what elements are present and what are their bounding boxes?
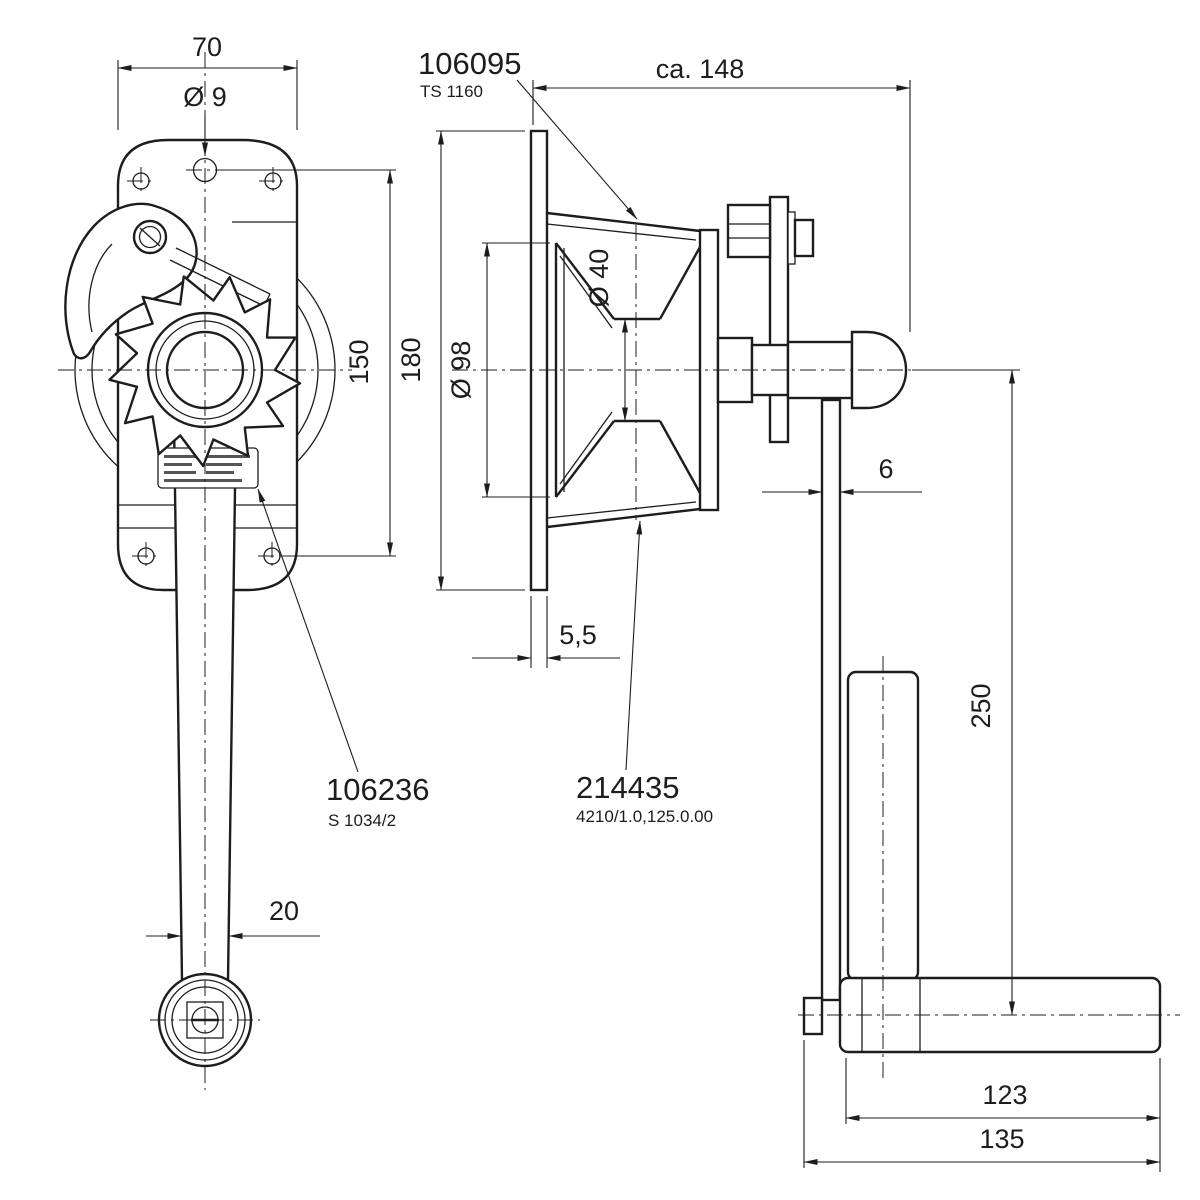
crank-arm-side <box>820 398 842 1002</box>
part-code-s1034: S 1034/2 <box>328 811 396 830</box>
dim-arm-thk-6: 6 <box>762 454 922 495</box>
label-214435: 214435 4210/1.0,125.0.00 <box>576 520 713 826</box>
part-number-106095: 106095 <box>418 46 521 81</box>
dim-135-text: 135 <box>979 1124 1024 1154</box>
side-centerlines <box>452 225 1180 1078</box>
pawl-inner-contour <box>88 243 113 333</box>
part-labels: 106095 TS 1160 106236 S 1034/2 214435 42… <box>257 46 713 830</box>
dim-flange-thk-55: 5,5 <box>472 596 620 668</box>
dim-plate-height-180: 180 <box>396 130 525 591</box>
front-plate-holes <box>127 157 287 570</box>
dim-plate-width-70: 70 <box>117 32 298 130</box>
dim-crank-radius-250: 250 <box>912 369 1020 1016</box>
dim-150-text: 150 <box>344 339 374 384</box>
dim-ca148-text: ca. 148 <box>656 54 745 84</box>
pawl-assembly <box>64 202 271 360</box>
dim-d9-text: Ø 9 <box>183 82 227 112</box>
dimensions: 70 Ø 9 150 20 ca. 148 180 <box>117 32 1161 1172</box>
dim-drum-dia-98: Ø 98 <box>446 242 550 498</box>
dim-hole-spacing-150: 150 <box>218 169 396 557</box>
dim-arm-width-20: 20 <box>146 896 320 939</box>
dim-123-text: 123 <box>982 1080 1027 1110</box>
dim-hole-dia-9: Ø 9 <box>183 82 227 157</box>
housing-horns <box>546 211 701 529</box>
label-106236: 106236 S 1034/2 <box>257 488 429 830</box>
dim-250-text: 250 <box>966 683 996 728</box>
part-code-4210: 4210/1.0,125.0.00 <box>576 807 713 826</box>
dim-depth-ca148: ca. 148 <box>532 54 911 332</box>
grip-bolt-head <box>802 996 824 1036</box>
dim-d98-text: Ø 98 <box>446 341 476 400</box>
dim-core-dia-40: Ø 40 <box>584 249 628 422</box>
clamp-bolt-head <box>793 218 815 258</box>
clamp-block <box>726 203 815 265</box>
side-view <box>452 129 1180 1078</box>
cable-drum <box>554 242 702 498</box>
part-code-ts1160: TS 1160 <box>420 82 483 101</box>
mounting-flange-plate <box>529 129 549 592</box>
front-view <box>58 52 352 1090</box>
dim-grip-overall-135: 135 <box>803 1040 1161 1168</box>
front-centerlines <box>58 52 352 1090</box>
dim-55-text: 5,5 <box>559 620 597 650</box>
dim-grip-len-123: 123 <box>845 1058 1161 1172</box>
part-number-106236: 106236 <box>326 772 429 807</box>
part-number-214435: 214435 <box>576 770 679 805</box>
dim-20-text: 20 <box>269 896 299 926</box>
dim-d40-text: Ø 40 <box>584 249 614 308</box>
dim-70-text: 70 <box>192 32 222 62</box>
dim-180-text: 180 <box>396 337 426 382</box>
label-106095: 106095 TS 1160 <box>418 46 638 220</box>
dim-6-text: 6 <box>878 454 893 484</box>
bearing-bracket <box>768 195 790 444</box>
